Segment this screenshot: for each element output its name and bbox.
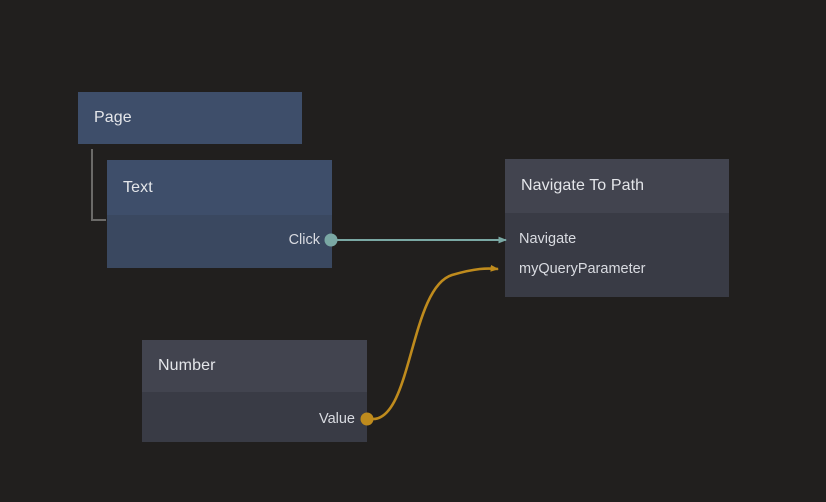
node-navigate-to-path-header[interactable]: Navigate To Path (505, 159, 729, 213)
input-port-myqueryparameter[interactable]: myQueryParameter (519, 259, 646, 279)
node-text[interactable]: Text Click (107, 160, 332, 268)
node-number[interactable]: Number Value (142, 340, 367, 442)
node-navigate-to-path-title: Navigate To Path (521, 177, 645, 194)
input-port-myqueryparameter-label: myQueryParameter (519, 261, 646, 277)
node-number-title: Number (158, 357, 216, 374)
input-port-navigate[interactable]: Navigate (519, 229, 576, 249)
output-dot-value[interactable] (360, 412, 374, 426)
node-text-title: Text (123, 178, 153, 196)
node-navigate-to-path[interactable]: Navigate To Path Navigate myQueryParamet… (505, 159, 729, 297)
node-page-header[interactable]: Page (78, 92, 302, 144)
tree-connector-page-to-text (91, 149, 106, 221)
output-port-click[interactable]: Click (289, 230, 320, 250)
node-text-header[interactable]: Text (107, 160, 332, 215)
node-navigate-to-path-body: Navigate myQueryParameter (505, 213, 729, 297)
node-number-body: Value (142, 392, 367, 442)
input-port-navigate-label: Navigate (519, 231, 577, 247)
output-dot-click[interactable] (324, 233, 338, 247)
output-port-value-label: Value (318, 411, 355, 427)
wire-value-to-myqueryparameter[interactable] (372, 264, 499, 421)
node-number-header[interactable]: Number (142, 340, 367, 392)
node-page-title: Page (94, 109, 132, 126)
output-port-click-label: Click (288, 232, 320, 248)
node-text-body: Click (107, 215, 332, 268)
output-port-value[interactable]: Value (319, 409, 355, 429)
node-page[interactable]: Page (78, 92, 302, 144)
